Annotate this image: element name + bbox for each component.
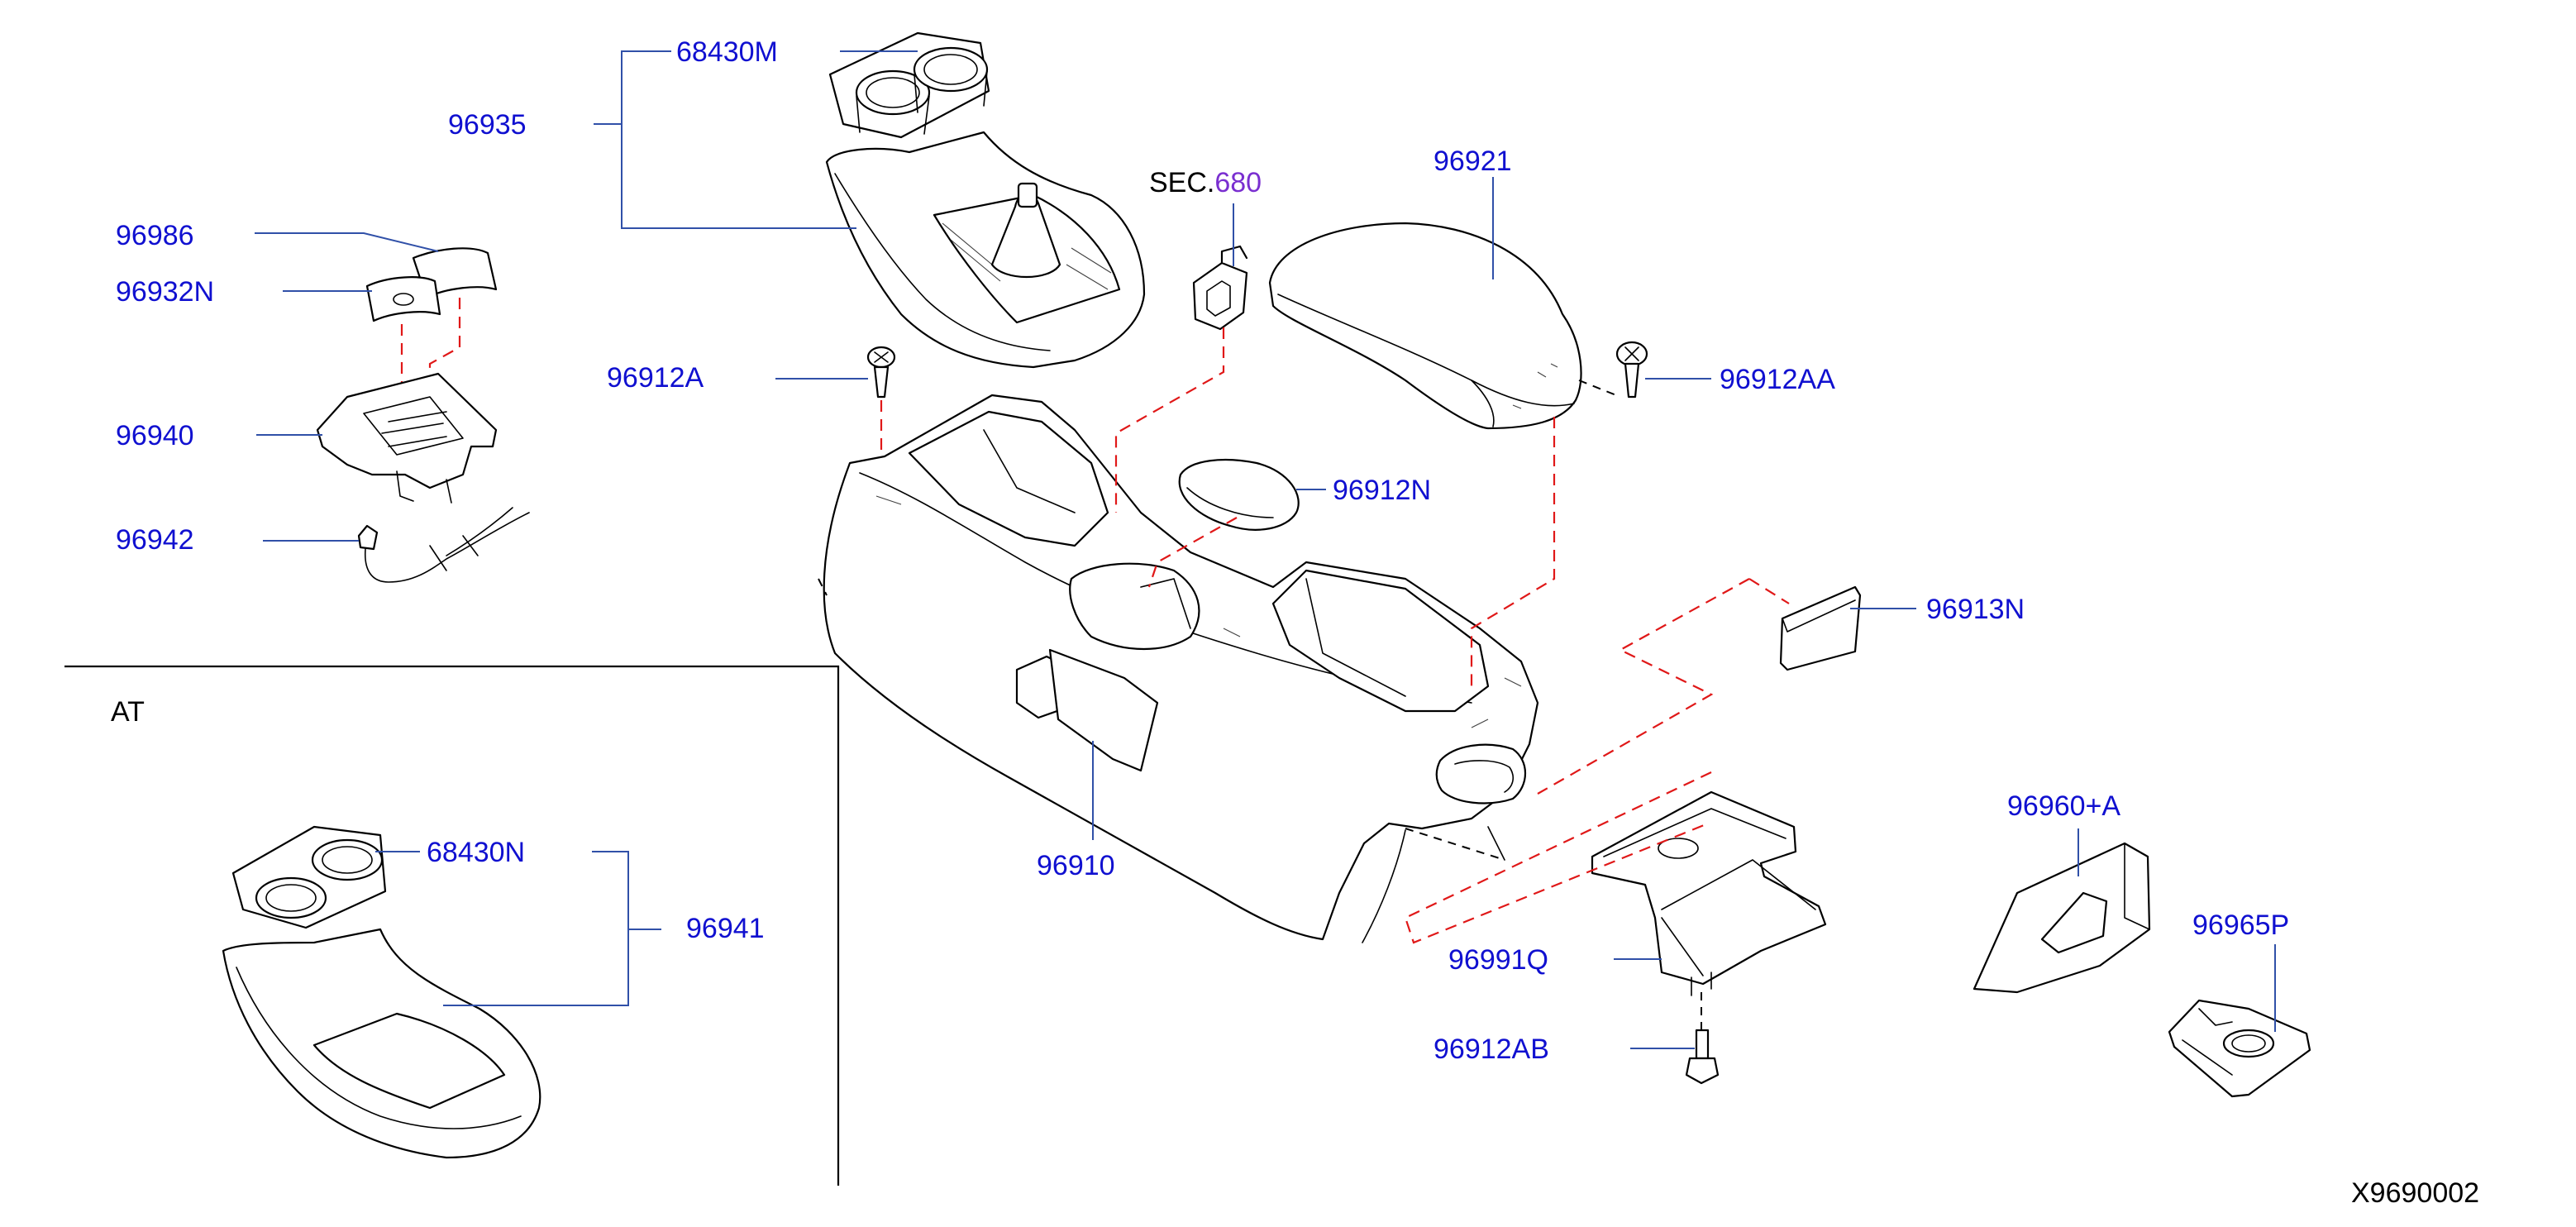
section-ref-prefix: SEC. bbox=[1149, 167, 1214, 198]
callout-96912ab: 96912AB bbox=[1433, 1034, 1549, 1065]
screw-96912aa bbox=[1578, 341, 1648, 399]
callout-96935: 96935 bbox=[448, 109, 527, 141]
leader-lines bbox=[255, 50, 2276, 1049]
drawing-number: X9690002 bbox=[2351, 1177, 2479, 1209]
callout-96941: 96941 bbox=[686, 913, 765, 944]
callout-68430m: 68430M bbox=[676, 36, 778, 68]
center-console-main-part bbox=[818, 394, 1539, 943]
panel-96960a bbox=[1973, 842, 2151, 994]
section-ref-number: 680 bbox=[1214, 167, 1262, 198]
callout-96965p: 96965P bbox=[2192, 910, 2289, 941]
callout-96912aa: 96912AA bbox=[1720, 364, 1835, 395]
callout-68430n: 68430N bbox=[427, 837, 525, 868]
callout-96932n: 96932N bbox=[116, 276, 214, 308]
callout-96991q: 96991Q bbox=[1448, 944, 1548, 976]
cover-96913n bbox=[1779, 585, 1862, 671]
shift-console-cover-part bbox=[825, 31, 1146, 369]
bracket-96991q bbox=[1591, 790, 1827, 1034]
at-shift-console-cover-part bbox=[222, 825, 541, 1159]
indicator-assembly-parts bbox=[316, 247, 530, 583]
part-96965p bbox=[2168, 999, 2311, 1098]
callout-96942: 96942 bbox=[116, 524, 194, 556]
callout-labels: 68430M 96935 96986 96932N 96940 96942 96… bbox=[116, 36, 2479, 1209]
screw-96912a bbox=[866, 346, 896, 463]
cover-96912n bbox=[1178, 459, 1300, 531]
callout-96960a: 96960+A bbox=[2007, 790, 2120, 822]
section-reference: SEC.680 bbox=[1149, 167, 1262, 198]
callout-96912n: 96912N bbox=[1333, 475, 1431, 506]
at-inset-frame: AT bbox=[64, 665, 840, 1186]
callout-96940: 96940 bbox=[116, 420, 194, 451]
callout-96986: 96986 bbox=[116, 220, 194, 251]
at-inset-label: AT bbox=[111, 696, 145, 728]
sec-680-clip bbox=[1192, 245, 1248, 331]
reference-lines bbox=[1114, 327, 1790, 944]
callout-96913n: 96913N bbox=[1926, 594, 2025, 625]
callout-96921: 96921 bbox=[1433, 146, 1512, 177]
callout-96912a: 96912A bbox=[607, 362, 704, 394]
bolt-96912ab bbox=[1685, 1029, 1720, 1085]
callout-96910: 96910 bbox=[1037, 850, 1115, 881]
armrest-lid-part bbox=[1268, 222, 1582, 430]
